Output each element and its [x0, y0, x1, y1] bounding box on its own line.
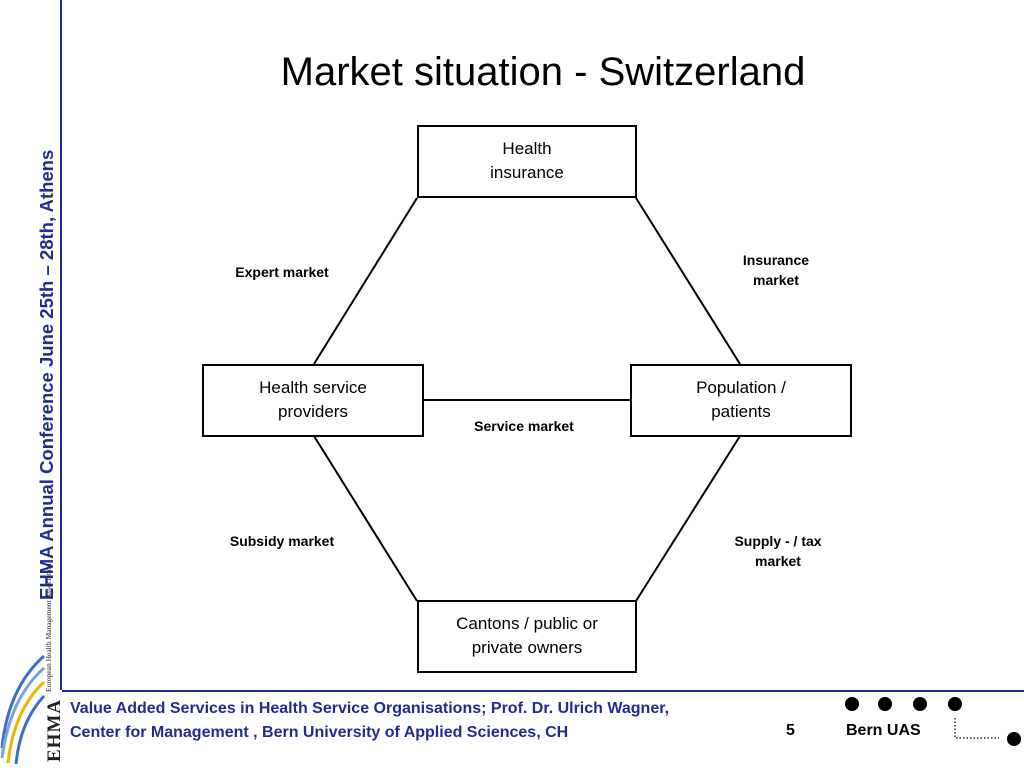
node-label-line: providers: [278, 402, 348, 421]
edge-label-line: Expert market: [235, 264, 329, 280]
edge-label-line: Service market: [474, 418, 574, 434]
label-expert-market: Expert market: [212, 262, 352, 282]
edge-label-line: Supply - / tax: [734, 533, 822, 549]
logo-arcs-icon: [0, 654, 46, 765]
decor-dot-icon: [948, 697, 962, 711]
edge-subsidy-market: [313, 435, 418, 602]
label-subsidy-market: Subsidy market: [212, 531, 352, 551]
footer-line-2: Center for Management , Bern University …: [70, 724, 569, 741]
node-population-patients: Population / patients: [630, 364, 852, 437]
edge-supply-tax-market: [635, 435, 741, 602]
decor-dot-icon: [1007, 732, 1021, 746]
dotted-bracket-icon: [954, 718, 999, 739]
node-cantons-owners: Cantons / public or private owners: [417, 600, 637, 673]
node-health-service-providers: Health service providers: [202, 364, 424, 437]
node-label-line: Health service: [259, 378, 367, 397]
page-number: 5: [786, 722, 795, 739]
decor-dot-icon: [878, 697, 892, 711]
slide-title: Market situation - Switzerland: [280, 50, 806, 94]
node-label-line: Cantons / public or: [456, 614, 598, 633]
side-divider: [60, 0, 62, 690]
organization-name: Bern UAS: [846, 722, 921, 739]
node-label-line: patients: [711, 402, 771, 421]
node-health-insurance: Health insurance: [417, 125, 637, 198]
edge-label-line: market: [753, 272, 799, 288]
label-supply-tax-market: Supply - / tax market: [708, 531, 848, 571]
edge-label-line: Insurance: [742, 252, 810, 268]
edge-expert-market: [313, 197, 418, 365]
edge-label-line: market: [755, 553, 801, 569]
decor-dot-icon: [913, 697, 927, 711]
ehma-logo: [0, 598, 60, 768]
node-label-line: insurance: [490, 163, 564, 182]
decor-dot-icon: [845, 697, 859, 711]
edge-label-line: Subsidy market: [229, 533, 335, 549]
label-service-market: Service market: [454, 416, 594, 436]
node-label-line: Health: [502, 139, 552, 158]
edge-insurance-market: [635, 197, 741, 365]
label-insurance-market: Insurance market: [716, 250, 836, 290]
footer-line-1: Value Added Services in Health Service O…: [70, 700, 670, 717]
node-label-line: Population /: [696, 378, 786, 397]
node-label-line: private owners: [471, 638, 583, 657]
footer-divider: [62, 690, 1024, 692]
